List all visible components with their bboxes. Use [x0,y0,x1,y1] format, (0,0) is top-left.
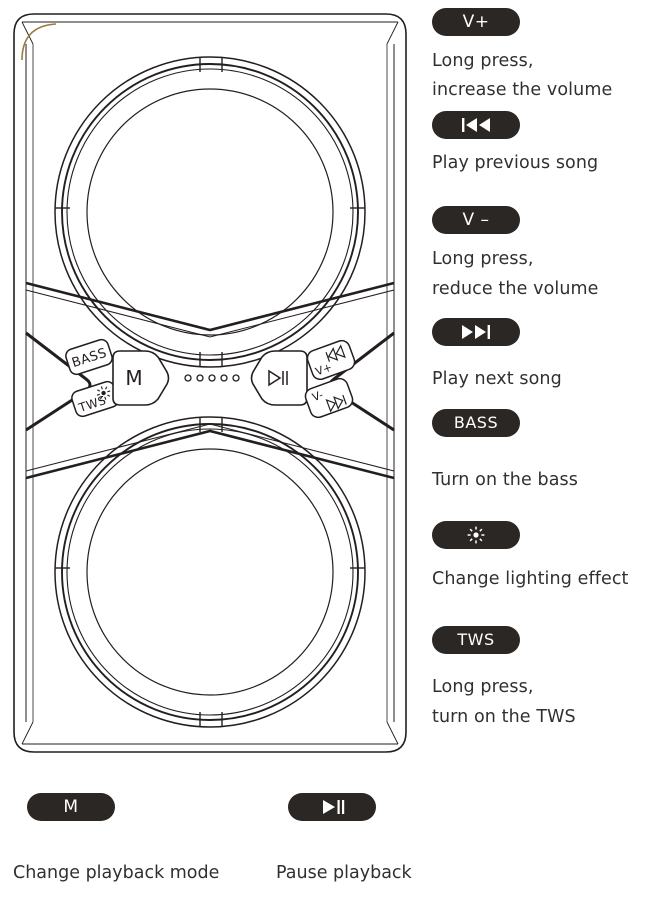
legend-badge-next-song[interactable] [432,318,520,346]
legend-badge-volume-down[interactable]: V – [432,206,520,234]
play-pause-icon [315,798,349,816]
legend-badge-lighting[interactable] [432,521,520,549]
speaker-body-outline [13,13,407,753]
bottom-caption-mode: Change playback mode [13,863,220,883]
legend-caption-lighting: Change lighting effect [432,569,629,589]
bass-key-icon[interactable]: BASS [64,338,114,376]
volume-up-icon: V+ [462,11,490,32]
bottom-badge-pause[interactable] [288,793,376,821]
svg-text:M: M [125,366,142,390]
legend-caption-next-song: Play next song [432,369,562,389]
next-track-icon [456,324,496,340]
legend-badge-bass[interactable]: BASS [432,409,520,437]
play-pause-key-icon[interactable] [250,350,308,406]
legend-caption-volume-up-line2: increase the volume [432,80,613,100]
svg-text:V-: V- [310,388,325,404]
bottom-caption-pause: Pause playback [276,863,412,883]
legend-caption-volume-down-line1: Long press, [432,249,534,269]
legend-caption-tws-line2: turn on the TWS [432,707,576,727]
legend-badge-previous-song[interactable] [432,111,520,139]
tws-icon: TWS [457,630,495,649]
svg-text:V+: V+ [314,361,334,379]
lighting-effect-icon [466,525,486,545]
legend-caption-bass: Turn on the bass [432,470,578,490]
volume-down-icon: V – [462,209,490,230]
legend-caption-previous-song: Play previous song [432,153,599,173]
legend-caption-volume-down-line2: reduce the volume [432,279,599,299]
speaker-diagram: BASS TWS M [13,13,407,753]
led-indicator-dots [184,374,240,382]
previous-track-icon [456,117,496,133]
bottom-driver [54,416,366,728]
top-driver [54,56,366,368]
vol-down-next-key-icon[interactable]: V- [303,376,355,419]
legend-caption-volume-up-line1: Long press, [432,51,534,71]
vol-up-prev-key-icon[interactable]: V+ [305,338,357,381]
legend-badge-tws[interactable]: TWS [432,626,520,654]
mode-key-icon[interactable]: M [112,350,170,406]
mode-icon: M [63,796,79,817]
bottom-badge-mode[interactable]: M [27,793,115,821]
legend-badge-volume-up[interactable]: V+ [432,8,520,36]
bass-icon: BASS [453,413,499,432]
speaker-illustration: BASS TWS M [13,13,407,753]
legend-caption-tws-line1: Long press, [432,677,534,697]
